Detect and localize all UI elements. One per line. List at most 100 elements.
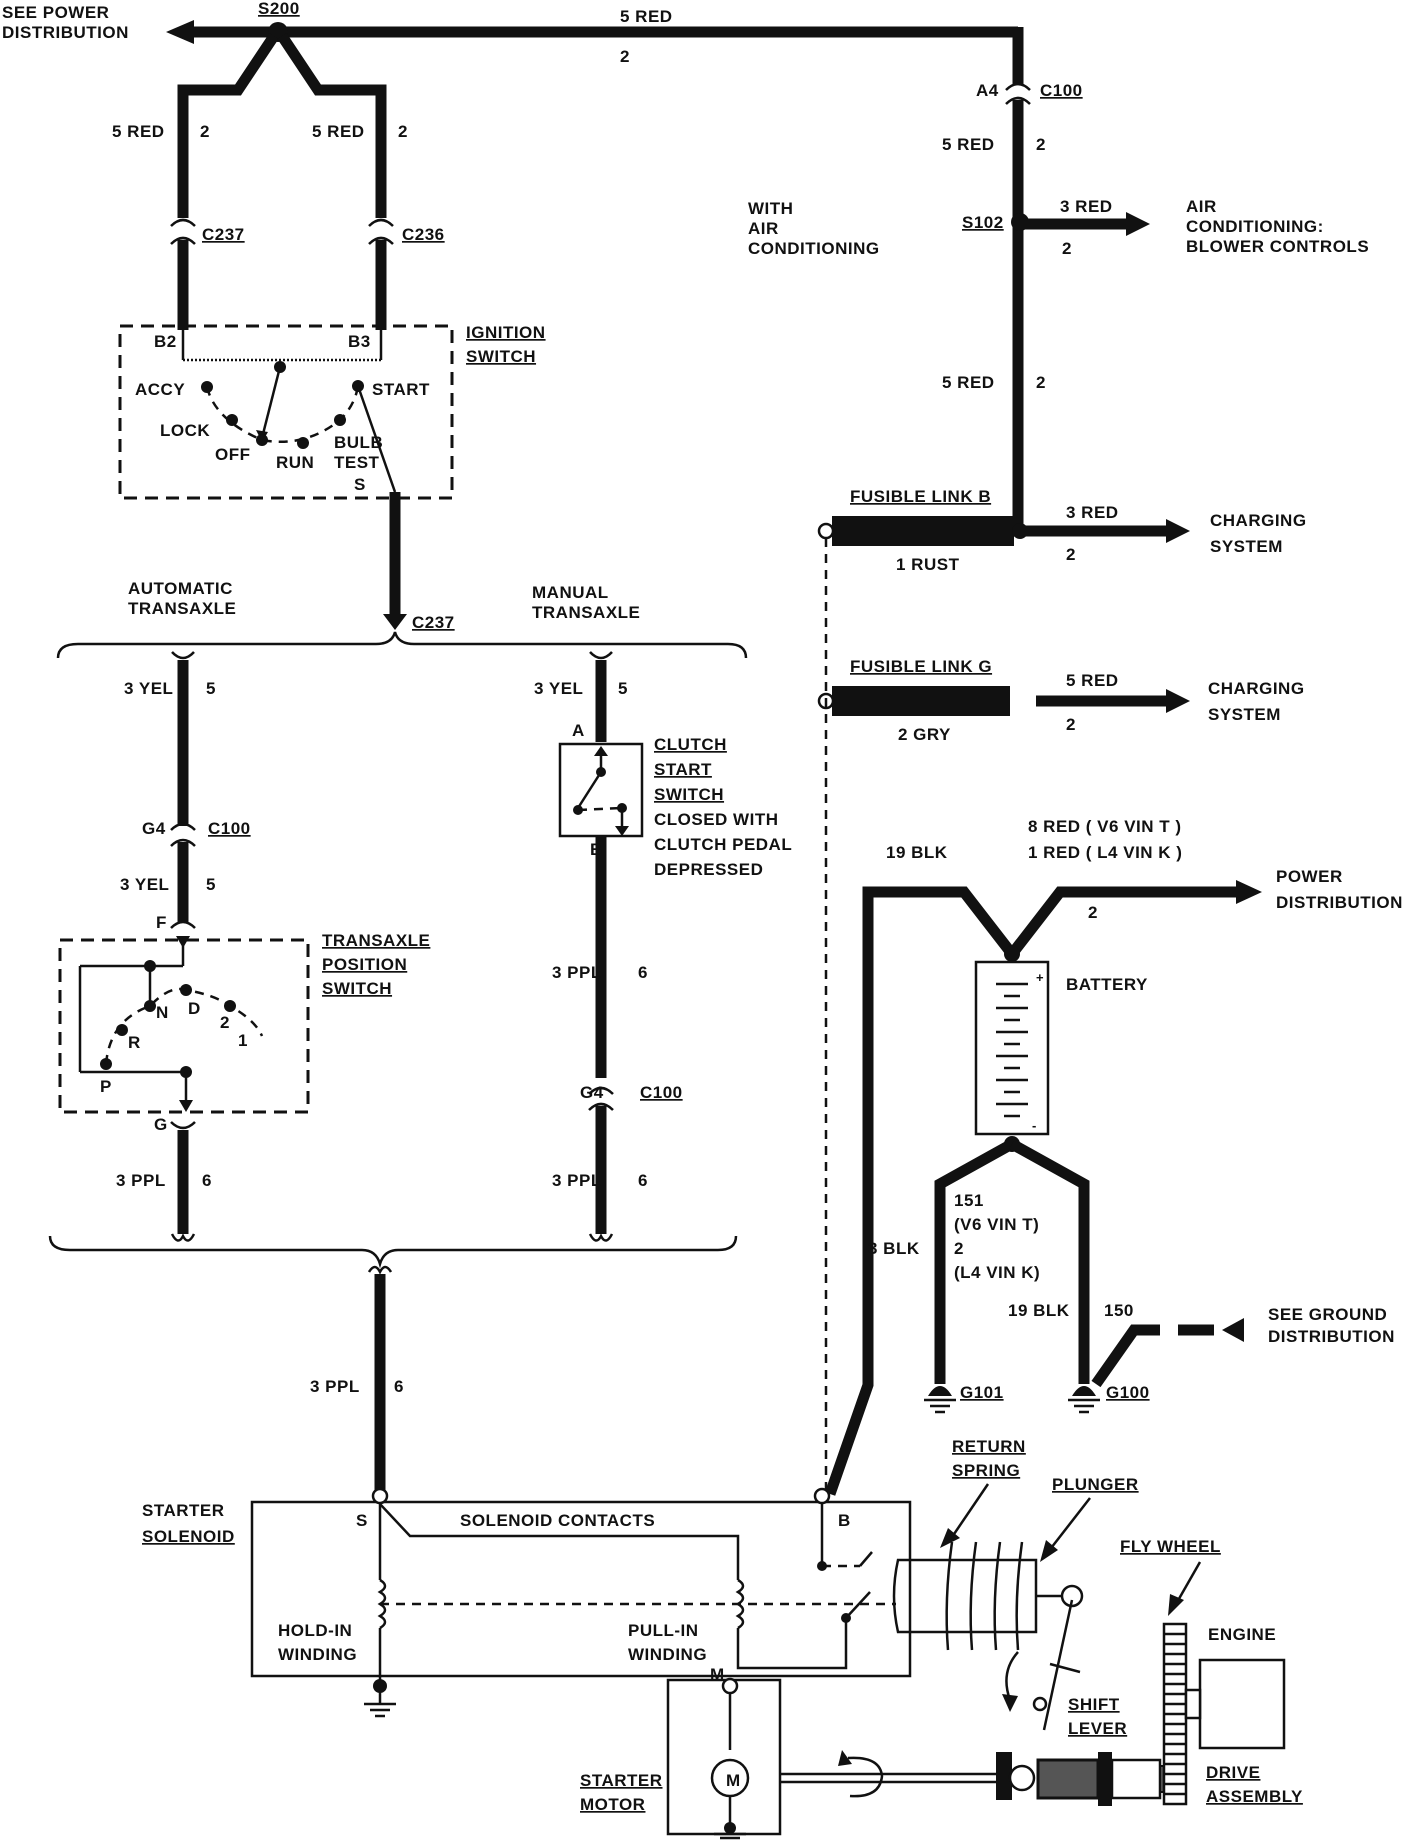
starter-motor-label: STARTER MOTOR bbox=[580, 1771, 663, 1814]
svg-text:S: S bbox=[354, 475, 366, 494]
c237-upper-label: C237 bbox=[202, 225, 245, 244]
arrow-left-icon bbox=[1222, 1318, 1244, 1342]
fly-wheel-pointer bbox=[1174, 1561, 1202, 1605]
automatic-lower-wiring bbox=[170, 1121, 196, 1242]
battery-negative-codes: 151 (V6 VIN T) 2 (L4 VIN K) bbox=[954, 1191, 1040, 1282]
connector-c236 bbox=[368, 218, 394, 330]
top-wire-color: 5 RED bbox=[620, 7, 673, 26]
right-wire1-color: 5 RED bbox=[942, 135, 995, 154]
charging-wire1-color: 3 RED bbox=[1066, 503, 1119, 522]
svg-text:DEPRESSED: DEPRESSED bbox=[654, 860, 763, 879]
starter-solenoid bbox=[250, 1487, 912, 1718]
wire-c237-color: 5 RED bbox=[112, 122, 165, 141]
svg-text:2: 2 bbox=[954, 1239, 964, 1258]
svg-text:AIR: AIR bbox=[1186, 197, 1217, 216]
right-wire1-number: 2 bbox=[1036, 135, 1046, 154]
battery-label: BATTERY bbox=[1066, 975, 1148, 994]
main-starter-wire bbox=[367, 1265, 393, 1494]
battery-negative-right-color: 19 BLK bbox=[1008, 1301, 1070, 1320]
battery-positive-number: 2 bbox=[1088, 903, 1098, 922]
top-wire-number: 2 bbox=[620, 47, 630, 66]
g100-label: G100 bbox=[1106, 1383, 1150, 1402]
man-wire3-number: 6 bbox=[638, 1171, 648, 1190]
m-terminal bbox=[721, 1677, 739, 1695]
g101-label: G101 bbox=[960, 1383, 1004, 1402]
svg-text:8 RED ( V6 VIN T ): 8 RED ( V6 VIN T ) bbox=[1028, 817, 1182, 836]
ignition-switch bbox=[118, 324, 454, 630]
svg-text:DISTRIBUTION: DISTRIBUTION bbox=[1268, 1327, 1395, 1346]
battery: + - bbox=[974, 960, 1050, 1136]
upper-brace bbox=[56, 631, 748, 659]
charging-wire1-number: 2 bbox=[1066, 545, 1076, 564]
fusible-link-g-wire: 2 GRY bbox=[898, 725, 951, 744]
svg-text:-: - bbox=[1032, 1118, 1037, 1133]
shift-lever bbox=[1002, 1584, 1084, 1731]
off-contact bbox=[256, 434, 268, 446]
svg-text:ASSEMBLY: ASSEMBLY bbox=[1206, 1787, 1303, 1806]
man-wire3-color: 3 PPL bbox=[552, 1171, 602, 1190]
clutch-start-switch-label: CLUTCH START SWITCH bbox=[654, 735, 726, 804]
svg-text:WINDING: WINDING bbox=[628, 1645, 707, 1664]
man-wire2-color: 3 PPL bbox=[552, 963, 602, 982]
svg-text:SHIFT: SHIFT bbox=[1068, 1695, 1120, 1714]
top-power-feed bbox=[166, 20, 1024, 218]
svg-text:WINDING: WINDING bbox=[278, 1645, 357, 1664]
battery-positive-wiring bbox=[824, 880, 1262, 1496]
main-wire-color: 3 PPL bbox=[310, 1377, 360, 1396]
svg-text:DISTRIBUTION: DISTRIBUTION bbox=[1276, 893, 1403, 912]
fly-wheel-label: FLY WHEEL bbox=[1120, 1537, 1221, 1556]
s200-label: S200 bbox=[258, 0, 300, 18]
c236-label: C236 bbox=[402, 225, 445, 244]
see-ground-distribution-label: SEE GROUND DISTRIBUTION bbox=[1268, 1305, 1395, 1346]
g4-mid-label: G4 bbox=[580, 1083, 604, 1102]
svg-text:SWITCH: SWITCH bbox=[654, 785, 724, 804]
arrow-right-icon bbox=[1166, 519, 1190, 543]
b-manual-label: B bbox=[590, 840, 603, 859]
arrow-right-icon bbox=[1166, 689, 1190, 713]
wire-c236-number: 2 bbox=[398, 122, 408, 141]
svg-text:CHARGING: CHARGING bbox=[1208, 679, 1305, 698]
svg-text:DISTRIBUTION: DISTRIBUTION bbox=[2, 23, 129, 42]
drive-assembly-label: DRIVE ASSEMBLY bbox=[1206, 1763, 1303, 1806]
svg-text:(L4 VIN K): (L4 VIN K) bbox=[954, 1263, 1040, 1282]
auto-wire2-color: 3 YEL bbox=[120, 875, 169, 894]
ac-destination-label: AIR CONDITIONING: BLOWER CONTROLS bbox=[1186, 197, 1369, 256]
m-terminal-label: M bbox=[710, 1665, 725, 1684]
d-label: D bbox=[188, 999, 201, 1018]
main-wire-number: 6 bbox=[394, 1377, 404, 1396]
svg-text:(V6 VIN T): (V6 VIN T) bbox=[954, 1215, 1039, 1234]
transaxle-position-switch bbox=[58, 936, 310, 1114]
ac-wire-number: 2 bbox=[1062, 239, 1072, 258]
arrow-right-icon bbox=[1236, 880, 1262, 904]
transaxle-position-switch-label: TRANSAXLE POSITION SWITCH bbox=[322, 931, 430, 998]
wire-c237-number: 2 bbox=[200, 122, 210, 141]
power-distribution-label: POWER DISTRIBUTION bbox=[1276, 867, 1403, 912]
g4-left-label: G4 bbox=[142, 819, 166, 838]
svg-text:151: 151 bbox=[954, 1191, 984, 1210]
wire-c236-color: 5 RED bbox=[312, 122, 365, 141]
automatic-branch-wiring bbox=[170, 651, 196, 929]
man-wire1-number: 5 bbox=[618, 679, 628, 698]
flywheel bbox=[1162, 1622, 1188, 1806]
battery-positive-wire-label: 8 RED ( V6 VIN T ) 1 RED ( L4 VIN K ) bbox=[1028, 817, 1182, 862]
charging-wire2-color: 5 RED bbox=[1066, 671, 1119, 690]
svg-text:POWER: POWER bbox=[1276, 867, 1343, 886]
right-wire2-number: 2 bbox=[1036, 373, 1046, 392]
svg-text:STARTER: STARTER bbox=[580, 1771, 663, 1790]
n-label: N bbox=[156, 1003, 169, 1022]
starter-motor bbox=[666, 1677, 1000, 1840]
svg-text:MANUAL: MANUAL bbox=[532, 583, 609, 602]
ignition-switch-label: IGNITION SWITCH bbox=[466, 323, 545, 366]
clutch-closed-note: CLOSED WITH CLUTCH PEDAL DEPRESSED bbox=[654, 810, 792, 879]
svg-text:START: START bbox=[654, 760, 712, 779]
lock-label: LOCK bbox=[160, 421, 210, 440]
arrow-pointer-icon bbox=[1168, 1594, 1184, 1616]
b3-label: B3 bbox=[348, 332, 371, 351]
c100-top-label: C100 bbox=[1040, 81, 1083, 100]
svg-text:CONDITIONING: CONDITIONING bbox=[748, 239, 880, 258]
solenoid-contacts-label: SOLENOID CONTACTS bbox=[460, 1511, 655, 1530]
fusible-link-b-wire: 1 RUST bbox=[896, 555, 960, 574]
auto-wire3-number: 6 bbox=[202, 1171, 212, 1190]
starter-solenoid-label: STARTER SOLENOID bbox=[142, 1501, 234, 1546]
connector-c100-mid bbox=[588, 1086, 614, 1242]
